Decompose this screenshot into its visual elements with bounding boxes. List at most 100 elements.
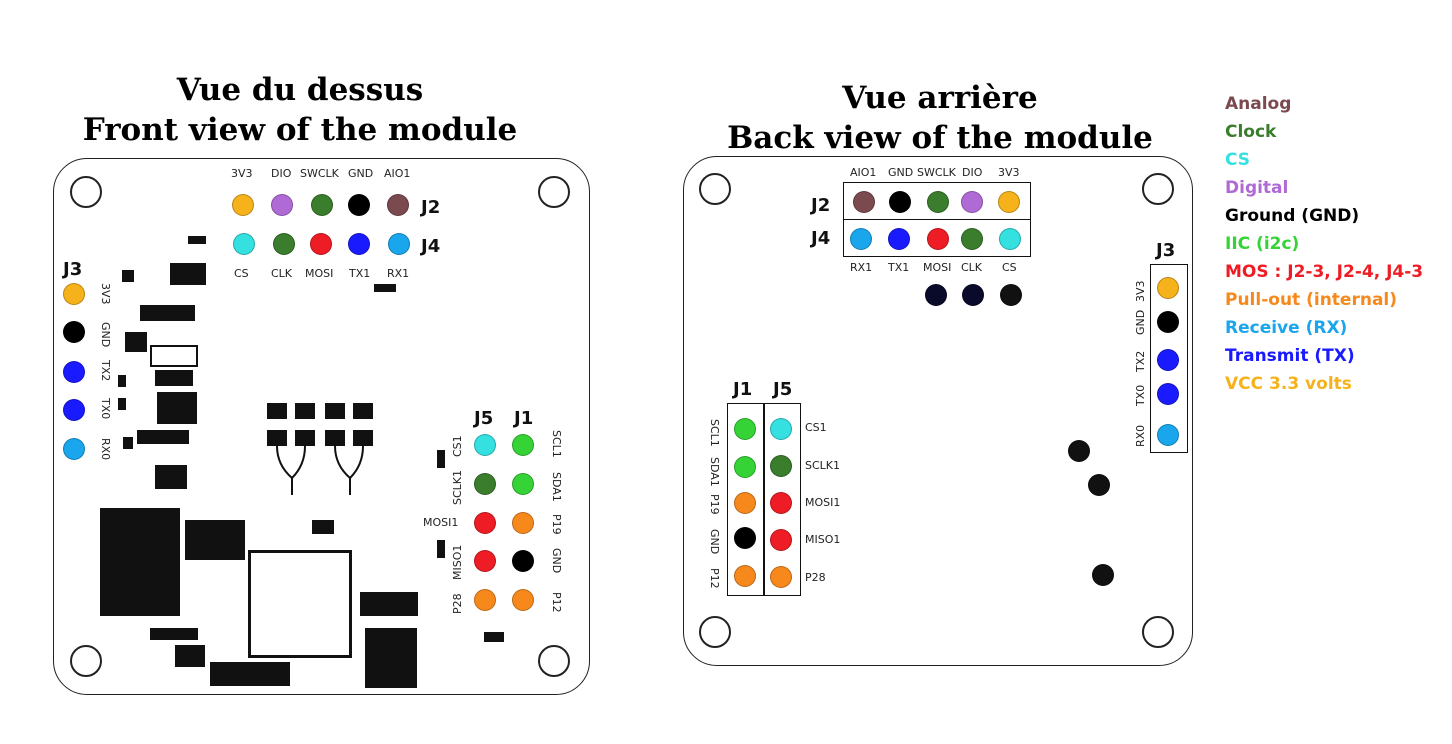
front-j2-pin-3v3 — [232, 194, 254, 216]
front-j2-pin-label: GND — [348, 167, 374, 180]
back-j3-pin-label: RX0 — [1134, 424, 1147, 447]
front-j5-pin-label: MISO1 — [451, 544, 464, 580]
back-j2-pin-gnd — [889, 191, 911, 213]
back-j1-pin-label: P19 — [708, 494, 721, 515]
component — [125, 332, 147, 352]
front-j2-pin-label: 3V3 — [231, 167, 253, 180]
back-j1-pin-label: GND — [708, 529, 721, 555]
back-j5-pin-cs1 — [770, 418, 792, 440]
front-j4-pin-label: CLK — [271, 267, 293, 280]
main-chip — [100, 508, 180, 616]
component — [360, 592, 418, 616]
legend-item-mos: MOS : J2-3, J2-4, J4-3 — [1225, 262, 1424, 282]
back-j5-label: J5 — [773, 379, 793, 400]
front-j2-label: J2 — [421, 197, 441, 218]
front-j2-pin-swclk — [311, 194, 333, 216]
front-j4-pin-label: TX1 — [349, 267, 371, 280]
front-j1-pin-scl1 — [512, 434, 534, 456]
front-j4-pin-label: RX1 — [387, 267, 410, 280]
back-j3-pin-label: 3V3 — [1134, 280, 1147, 302]
back-j1-pin-label: P12 — [708, 568, 721, 589]
back-j2-pin-3v3 — [998, 191, 1020, 213]
front-j5-pin-sclk1 — [474, 473, 496, 495]
back-j3-pin-3v3 — [1157, 277, 1179, 299]
front-j5-label: J5 — [474, 408, 494, 429]
back-j2-pin-label: AIO1 — [850, 166, 877, 179]
back-pad — [1000, 284, 1022, 306]
front-j1-pin-sda1 — [512, 473, 534, 495]
front-j4-label: J4 — [421, 236, 441, 257]
back-j4-pin-label: TX1 — [888, 261, 910, 274]
back-pad — [1092, 564, 1114, 586]
back-j5-pin-label: SCLK1 — [805, 459, 841, 472]
front-j4-pin-label: MOSI — [305, 267, 334, 280]
front-j1-pin-label: P12 — [550, 592, 563, 613]
legend-item-receive: Receive (RX) — [1225, 318, 1348, 338]
back-j4-header — [843, 219, 1031, 257]
front-j5-pin-mosi1 — [474, 512, 496, 534]
legend-item-digital: Digital — [1225, 178, 1289, 198]
back-j5-pin-p28 — [770, 566, 792, 588]
legend-item-cs: CS — [1225, 150, 1251, 170]
component — [185, 520, 245, 560]
mounting-hole — [699, 616, 731, 648]
back-j3-pin-gnd — [1157, 311, 1179, 333]
back-j5-header — [763, 403, 801, 596]
back-j2-pin-swclk — [927, 191, 949, 213]
back-j1-pin-gnd — [734, 527, 756, 549]
back-j1-pin-p19 — [734, 492, 756, 514]
component — [365, 628, 417, 688]
legend-item-iic: IIC (i2c) — [1225, 234, 1300, 254]
back-j4-label: J4 — [811, 228, 831, 249]
front-j2-pin-label: AIO1 — [384, 167, 411, 180]
component — [170, 263, 206, 285]
bga-chip — [248, 550, 352, 658]
front-j1-pin-label: SDA1 — [550, 472, 563, 502]
back-j3-header — [1150, 264, 1188, 453]
mounting-hole — [1142, 173, 1174, 205]
back-pad — [1068, 440, 1090, 462]
component — [155, 370, 193, 386]
back-j5-pin-miso1 — [770, 529, 792, 551]
legend-item-clock: Clock — [1225, 122, 1277, 142]
back-j5-pin-label: CS1 — [805, 421, 827, 434]
front-j5-pin-label: SCLK1 — [451, 469, 464, 505]
front-j1-label: J1 — [514, 408, 534, 429]
antenna-traces — [267, 403, 373, 495]
front-j2-pin-dio — [271, 194, 293, 216]
front-j5-pin-label: CS1 — [451, 435, 464, 457]
back-j5-pin-label: MISO1 — [805, 533, 841, 546]
front-j2-pin-label: SWCLK — [300, 167, 339, 180]
mounting-hole — [1142, 616, 1174, 648]
back-j5-pin-label: MOSI1 — [805, 496, 841, 509]
legend-item-vcc: VCC 3.3 volts — [1225, 374, 1352, 394]
front-j4-pin-tx1 — [348, 233, 370, 255]
back-j4-pin-label: MOSI — [923, 261, 952, 274]
front-j5-pin-label: MOSI1 — [423, 516, 459, 529]
front-j4-pin-mosi — [310, 233, 332, 255]
front-title-fr: Vue du dessus — [176, 72, 424, 108]
back-j2-pin-label: DIO — [962, 166, 983, 179]
front-j5-pin-cs1 — [474, 434, 496, 456]
mounting-hole — [538, 176, 570, 208]
back-j4-pin-tx1 — [888, 228, 910, 250]
component — [157, 392, 197, 424]
back-j2-pin-dio — [961, 191, 983, 213]
back-pad — [925, 284, 947, 306]
component — [374, 284, 396, 292]
front-j1-pin-label: GND — [550, 548, 563, 574]
front-j3-pin-label: GND — [99, 322, 112, 348]
back-j4-pin-cs — [999, 228, 1021, 250]
mounting-hole — [699, 173, 731, 205]
component — [312, 520, 334, 534]
back-j1-header — [727, 403, 765, 596]
back-j3-pin-label: TX2 — [1134, 350, 1147, 372]
front-j2-pin-aio1 — [387, 194, 409, 216]
back-j2-label: J2 — [811, 195, 831, 216]
back-view-title: Vue arrière Back view of the module — [700, 78, 1180, 159]
back-j4-pin-label: CS — [1002, 261, 1017, 274]
component — [188, 236, 206, 244]
component — [140, 305, 195, 321]
front-j2-pin-gnd — [348, 194, 370, 216]
back-j5-pin-mosi1 — [770, 492, 792, 514]
